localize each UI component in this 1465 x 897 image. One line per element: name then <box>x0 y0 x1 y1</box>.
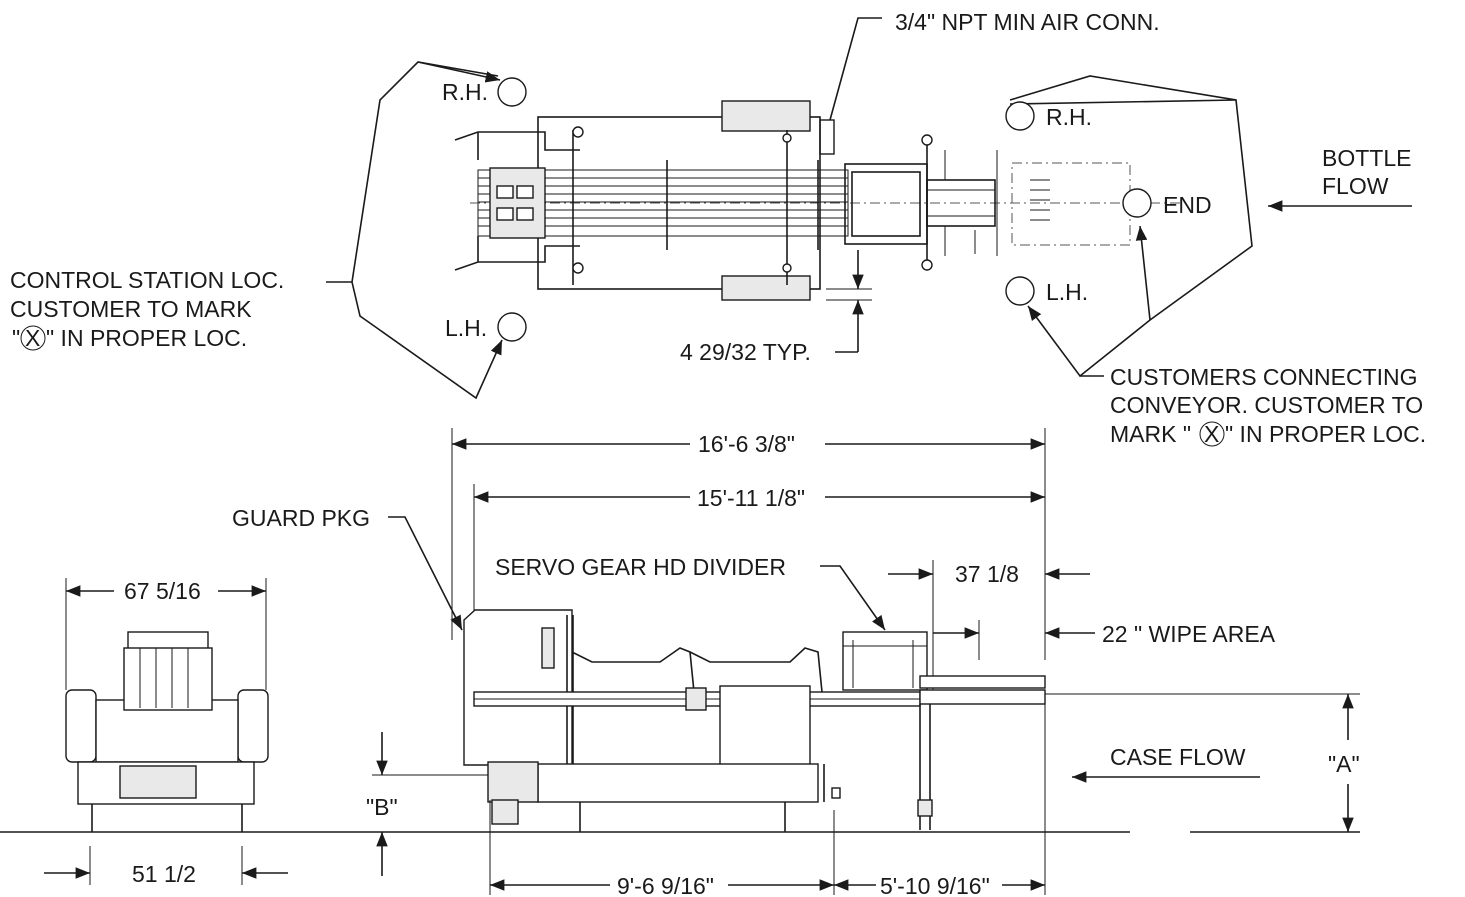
base-frame <box>537 763 819 803</box>
infeed-guide-rails <box>454 131 580 271</box>
dim-b-dimension: "B" <box>366 732 488 876</box>
case-flow-label: CASE FLOW <box>1110 744 1246 770</box>
wipe-area-label: 22 " WIPE AREA <box>1102 621 1276 647</box>
end-top-width-dimension: 67 5/16 <box>65 578 267 690</box>
guard-enclosure <box>463 609 573 766</box>
top-view: 3/4" NPT MIN AIR CONN. <box>10 9 1426 447</box>
rh-right-marker[interactable] <box>1005 101 1035 131</box>
dim-left-bottom-label: 9'-6 9/16" <box>617 873 714 897</box>
conveyor-lanes <box>470 169 1180 237</box>
upper-cabinet <box>721 100 811 132</box>
frame-length-label: 15'-11 1/8" <box>697 485 805 511</box>
air-conn-label: 3/4" NPT MIN AIR CONN. <box>895 9 1160 35</box>
dim-37-dimension: 37 1/8 <box>888 560 1090 690</box>
typ-dimension: 4 29/32 TYP. <box>680 250 872 365</box>
dim-a-dimension: "A" <box>1328 694 1360 832</box>
servo-divider-leader <box>820 565 886 631</box>
guard-pkg-label: GUARD PKG <box>232 505 370 531</box>
control-station-callout: R.H. L.H. CONTROL STATION LOC. CUSTOMER … <box>10 61 527 400</box>
end-bottom-width-dimension: 51 1/2 <box>44 846 288 887</box>
conveyor-x-circle <box>1199 421 1225 447</box>
conveyor-line2: CONVEYOR. CUSTOMER TO <box>1110 392 1423 418</box>
end-top-width-label: 67 5/16 <box>124 578 201 604</box>
frame-length-dimension: 15'-11 1/8" <box>473 484 1045 700</box>
bottle-flow-line2: FLOW <box>1322 173 1389 199</box>
overall-length-label: 16'-6 3/8" <box>698 431 795 457</box>
side-view: 16'-6 3/8" 15'-11 1/8" GUARD PKG SERVO G… <box>0 428 1360 897</box>
lower-cabinet <box>721 275 811 301</box>
control-station-line2: CUSTOMER TO MARK <box>10 296 252 322</box>
end-view: 67 5/16 51 1/2 <box>44 578 288 887</box>
control-station-quote-open: " <box>12 325 20 351</box>
dim-a-label: "A" <box>1328 751 1360 777</box>
end-label: END <box>1163 192 1212 218</box>
bottom-dimensions: 9'-6 9/16" 5'-10 9/16" <box>489 700 1046 897</box>
lh-right-label: L.H. <box>1046 279 1088 305</box>
control-station-x-circle <box>20 325 46 351</box>
dim-37-label: 37 1/8 <box>955 561 1019 587</box>
air-conn-leader <box>829 17 882 121</box>
overall-length-dimension: 16'-6 3/8" <box>451 428 1046 660</box>
dim-right-bottom-label: 5'-10 9/16" <box>880 873 990 897</box>
control-station-x: X <box>25 325 40 351</box>
lh-left-marker[interactable] <box>497 312 527 342</box>
control-station-line3: " IN PROPER LOC. <box>46 325 247 351</box>
discharge-section <box>844 134 1131 271</box>
conveyor-line3-pre: MARK " <box>1110 421 1191 447</box>
servo-divider-head <box>842 631 928 691</box>
bottle-flow-line1: BOTTLE <box>1322 145 1411 171</box>
end-bottom-width-label: 51 1/2 <box>132 861 196 887</box>
lh-left-label: L.H. <box>445 315 487 341</box>
bottle-flow: BOTTLE FLOW <box>1268 145 1412 212</box>
end-machine-body <box>65 631 269 832</box>
rh-right-label: R.H. <box>1046 104 1092 130</box>
rh-left-marker[interactable] <box>497 77 527 107</box>
lh-right-marker[interactable] <box>1005 276 1035 306</box>
end-marker[interactable] <box>1122 188 1152 218</box>
machine-side-body <box>463 609 1046 832</box>
conveyor-callout: R.H. END L.H. CUSTOMERS CONNECTING CONVE… <box>1005 75 1426 447</box>
control-station-line1: CONTROL STATION LOC. <box>10 267 284 293</box>
guard-pkg-leader <box>388 516 463 631</box>
servo-divider-label: SERVO GEAR HD DIVIDER <box>495 554 786 580</box>
conveyor-x: X <box>1204 421 1219 447</box>
conveyor-line3-post: " IN PROPER LOC. <box>1225 421 1426 447</box>
dim-b-label: "B" <box>366 794 398 820</box>
rh-left-label: R.H. <box>442 79 488 105</box>
typ-dim-label: 4 29/32 TYP. <box>680 339 811 365</box>
wipe-area-dimension: 22 " WIPE AREA <box>933 620 1276 660</box>
air-connection-port <box>819 119 835 155</box>
conveyor-line1: CUSTOMERS CONNECTING <box>1110 364 1418 390</box>
cross-members <box>572 126 819 285</box>
